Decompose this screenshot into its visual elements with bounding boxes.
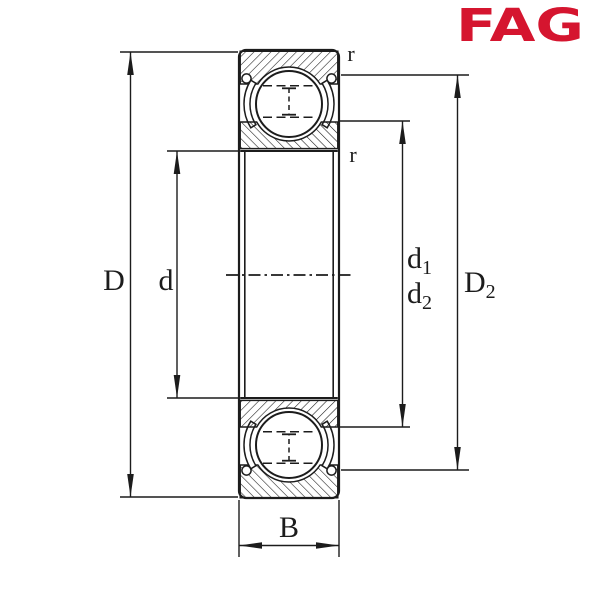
arrow-D-bottom [127,474,134,497]
bearing-lower-section [239,397,339,499]
label-r-outer: r [347,41,355,66]
arrow-D2-top [454,75,461,98]
arrow-d1-bottom [399,404,406,427]
label-width: B [279,511,299,544]
label-bore-diameter: d [159,264,174,297]
arrow-d-top [173,151,181,174]
arrow-D2-bottom [454,447,461,470]
label-r-inner: r [349,142,357,167]
label-outer-diameter: D [103,264,125,297]
label-d2: d2 [407,277,432,314]
dimension-D2 [341,74,469,471]
bearing-upper-section [239,50,339,153]
dimension-d1-d2 [340,120,410,428]
arrow-B-right [316,542,339,549]
label-D2: D2 [464,266,496,303]
arrow-D-top [127,52,134,75]
dimension-D [120,51,238,498]
label-d1: d1 [407,242,432,279]
dimension-d [167,150,240,399]
arrow-d1-top [399,121,406,144]
arrow-B-left [239,542,262,549]
fag-logo: FAG [456,0,584,52]
arrow-d-bottom [173,375,181,398]
